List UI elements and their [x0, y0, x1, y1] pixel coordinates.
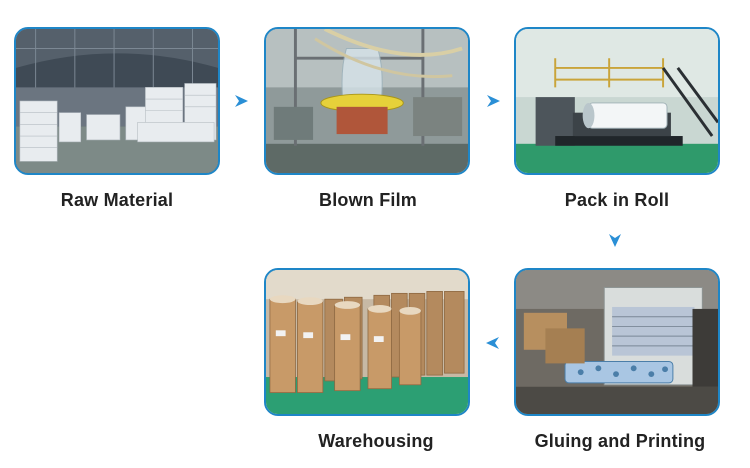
- arrow-right-icon: [484, 92, 502, 110]
- step-label-pack-in-roll: Pack in Roll: [564, 190, 670, 210]
- arrow-down-icon: [606, 231, 624, 249]
- step-blown-film-image: [264, 27, 470, 175]
- step-label-blown-film: Blown Film: [319, 190, 417, 210]
- step-pack-in-roll-image: [514, 27, 720, 175]
- step-label-raw-material: Raw Material: [60, 190, 174, 210]
- step-raw-material-image: [14, 27, 220, 175]
- step-label-warehousing: Warehousing: [318, 431, 434, 451]
- step-label-gluing-printing: Gluing and Printing: [534, 431, 706, 451]
- arrow-left-icon: [484, 334, 502, 352]
- step-gluing-printing-image: [514, 268, 720, 416]
- arrow-right-icon: [232, 92, 250, 110]
- step-warehousing-image: [264, 268, 470, 416]
